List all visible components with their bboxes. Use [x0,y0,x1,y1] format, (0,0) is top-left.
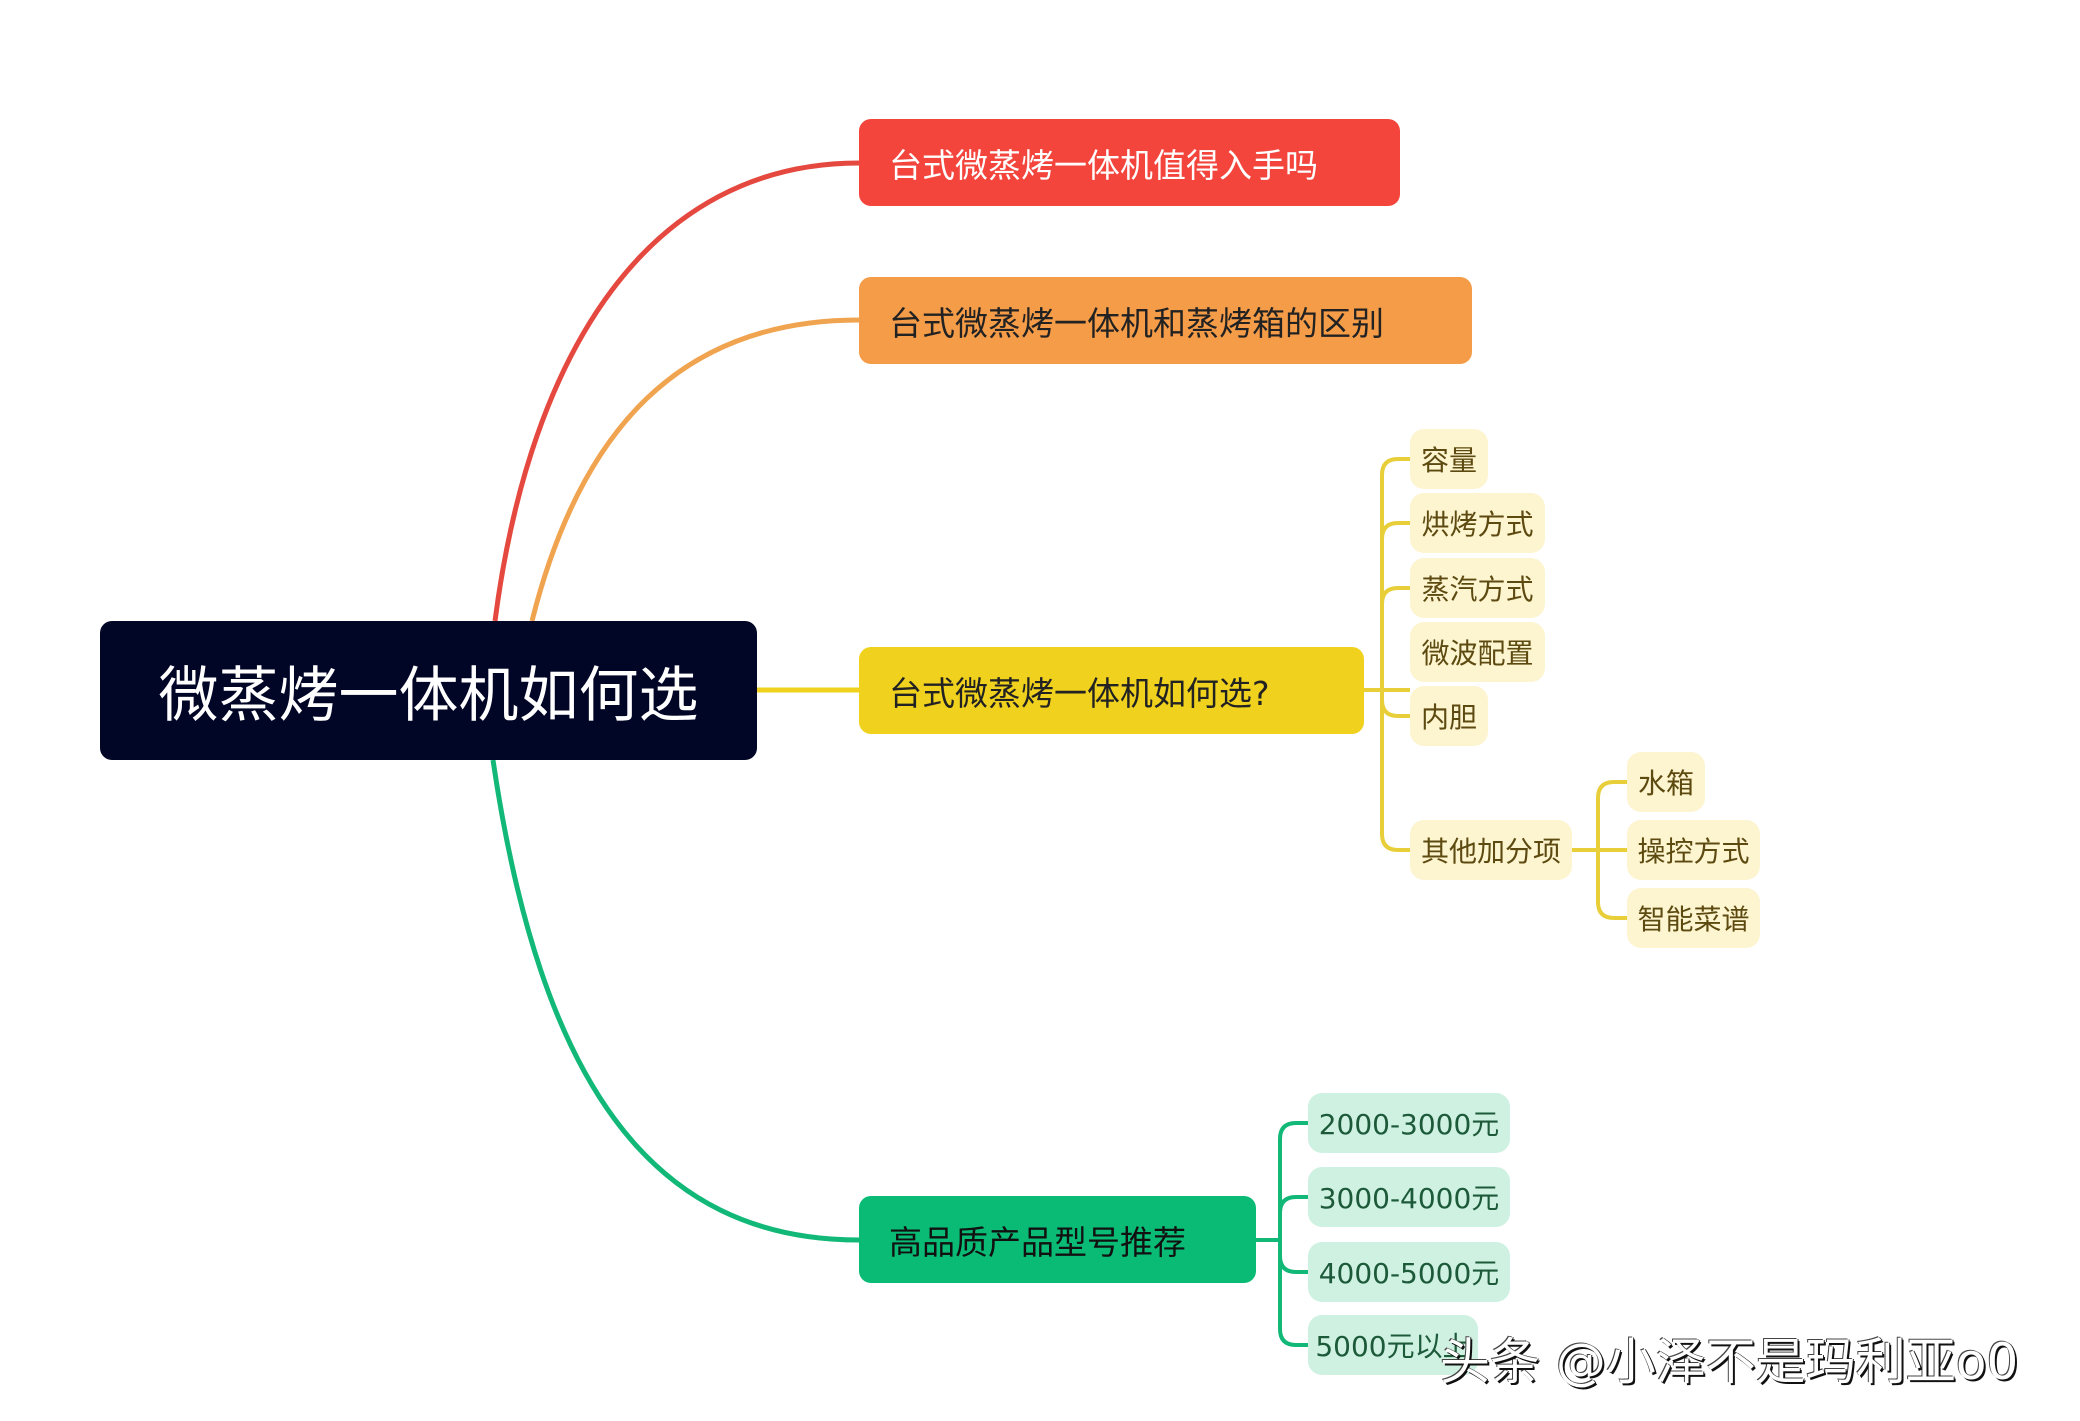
subnode-label: 2000-3000元 [1318,1108,1500,1141]
root-label: 微蒸烤一体机如何选 [158,661,699,731]
price-range-3000-4000[interactable]: 3000-4000元 [1308,1167,1510,1227]
connector-orange [529,317,860,622]
subnode-water-tank[interactable]: 水箱 [1627,752,1705,812]
branch-label: 高品质产品型号推荐 [889,1222,1186,1262]
subnode-extras[interactable]: 其他加分项 [1410,820,1572,880]
branch-label: 台式微蒸烤一体机如何选? [889,673,1270,713]
subnode-baking[interactable]: 烘烤方式 [1410,493,1545,553]
connector-green [490,759,860,1243]
branch-how-to-choose[interactable]: 台式微蒸烤一体机如何选? [859,647,1364,734]
branch-worth-buying[interactable]: 台式微蒸烤一体机值得入手吗 [859,119,1400,206]
subnode-steam[interactable]: 蒸汽方式 [1410,558,1545,618]
subnode-label: 水箱 [1638,767,1695,800]
subnode-label: 容量 [1421,444,1478,477]
subnode-label: 智能菜谱 [1637,903,1750,936]
root-node[interactable]: 微蒸烤一体机如何选 [100,621,757,760]
subnode-label: 其他加分项 [1421,835,1562,868]
subnode-smart-recipes[interactable]: 智能菜谱 [1627,888,1760,948]
subnode-label: 3000-4000元 [1318,1182,1500,1215]
subnode-microwave[interactable]: 微波配置 [1410,622,1545,682]
subnode-label: 蒸汽方式 [1421,573,1534,606]
subnode-capacity[interactable]: 容量 [1410,429,1488,489]
subnode-label: 内胆 [1421,701,1478,734]
branch-difference[interactable]: 台式微蒸烤一体机和蒸烤箱的区别 [859,277,1472,364]
subnode-label: 烘烤方式 [1421,508,1534,541]
yellow-subtree-lines [1364,457,1627,920]
watermark: 头条 @小泽不是玛利亚o0 [1440,1333,2019,1391]
subnode-inner-liner[interactable]: 内胆 [1410,686,1488,746]
branch-label: 台式微蒸烤一体机值得入手吗 [889,145,1318,185]
subnode-controls[interactable]: 操控方式 [1627,820,1760,880]
price-range-2000-3000[interactable]: 2000-3000元 [1308,1093,1510,1153]
subnode-label: 微波配置 [1421,637,1534,670]
branch-recommendations[interactable]: 高品质产品型号推荐 [859,1196,1256,1283]
subnode-label: 5000元以上 [1315,1330,1471,1363]
green-subtree-lines [1256,1121,1308,1347]
price-range-4000-5000[interactable]: 4000-5000元 [1308,1242,1510,1302]
subnode-label: 4000-5000元 [1318,1257,1500,1290]
connector-red [492,160,860,622]
subnode-label: 操控方式 [1637,835,1750,868]
branch-label: 台式微蒸烤一体机和蒸烤箱的区别 [889,303,1384,343]
price-range-5000-plus[interactable]: 5000元以上 [1308,1315,1478,1375]
